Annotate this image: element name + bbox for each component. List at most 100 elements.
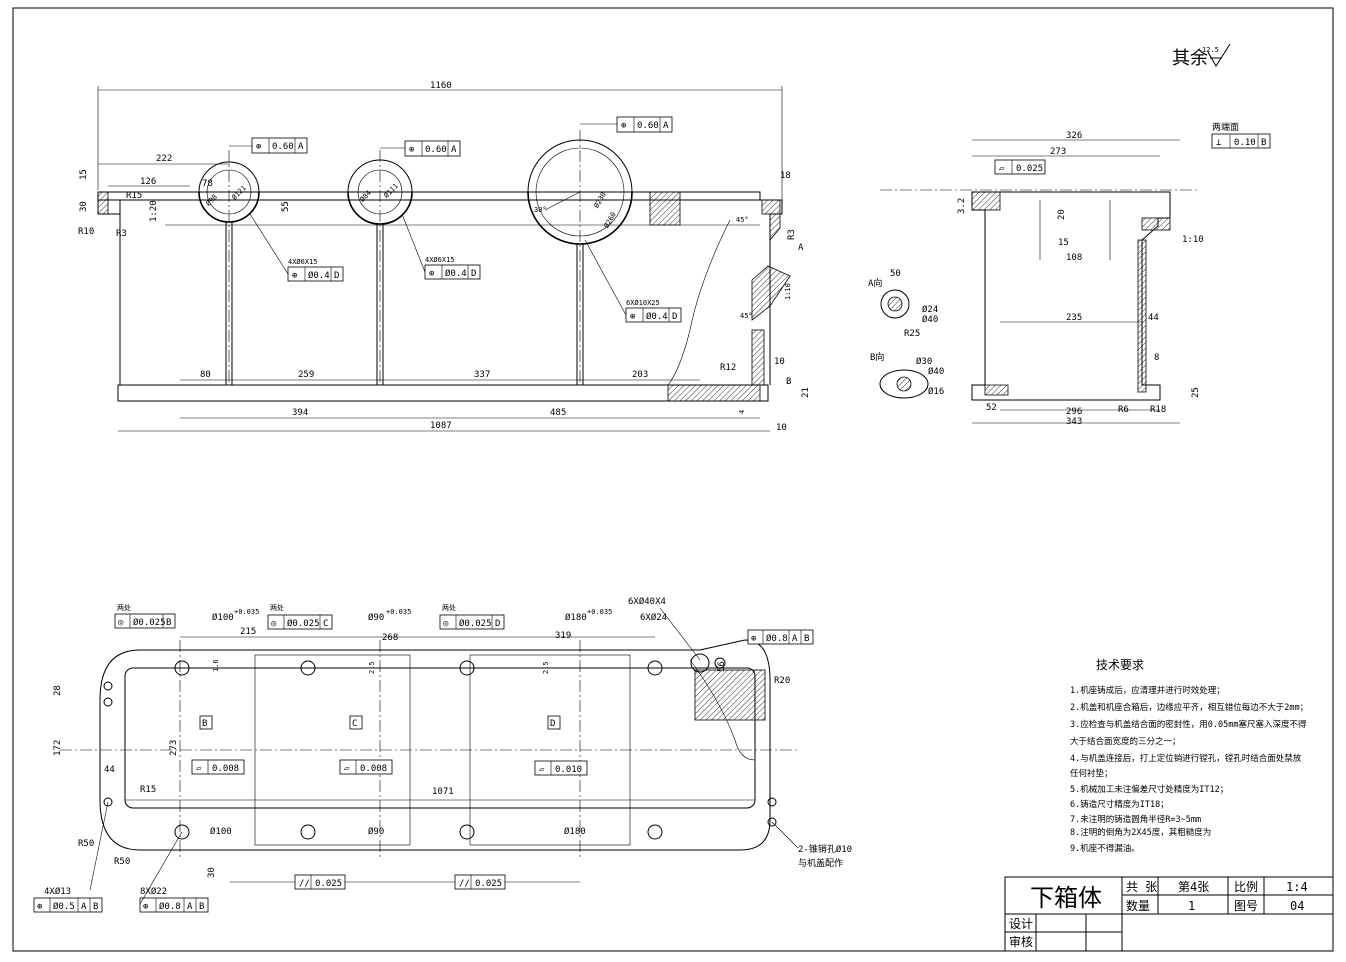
svg-text:◎: ◎ [271, 619, 277, 629]
holes-24: 6XØ24 [640, 612, 667, 623]
tol-frame-hole3: ⊕ 0.60 A [580, 116, 673, 133]
svg-text:Ø0.4: Ø0.4 [308, 270, 330, 281]
side-dim-15: 15 [1058, 238, 1069, 248]
front-view: 1160 222 126 15 30 R10 R15 R3 1:20 Ø121 … [78, 81, 811, 433]
r3-label-right: R3 [787, 229, 797, 240]
flat-frame-2: ▱0.008 [339, 759, 393, 775]
pin-note: 2-锥销孔Ø10 [798, 843, 852, 855]
bearing2-dia: Ø111 [382, 182, 400, 200]
svg-text:4XØ13: 4XØ13 [44, 886, 71, 897]
dim-1160: 1160 [430, 81, 452, 91]
svg-text:D: D [471, 269, 476, 279]
total-label: 共 张 [1126, 880, 1157, 894]
dim-78: 78 [202, 179, 213, 189]
svg-text:⊕: ⊕ [37, 902, 42, 912]
dim-10a: 10 [774, 357, 785, 367]
svg-text:两处: 两处 [270, 603, 284, 612]
side-dim-296: 296 [1066, 407, 1082, 417]
side-dim-25: 25 [1191, 387, 1201, 398]
bearing2-dia-b: Ø84 [358, 189, 373, 204]
svg-text:Ø40: Ø40 [928, 366, 944, 377]
bore3-dia-bottom: Ø180 [564, 826, 586, 837]
holes13-callout: 4XØ13 ⊕ Ø0.5 A B [33, 801, 109, 913]
bearing1-dia-b: Ø98 [204, 193, 219, 208]
sheet-border [12, 7, 1334, 952]
svg-text:8XØ22: 8XØ22 [140, 886, 167, 897]
surface-roughness-note: 其余 12.5 [1172, 43, 1231, 69]
svg-text:⊕: ⊕ [409, 145, 414, 155]
side-dim-52: 52 [986, 403, 997, 413]
side-dim-8: 8 [1154, 353, 1159, 363]
top-dim-28: 28 [53, 685, 63, 696]
datum-d: D [550, 719, 555, 729]
detail-a: A向 50 Ø24 Ø40 R25 [868, 269, 938, 339]
top-dim-1071: 1071 [432, 787, 454, 797]
svg-text:9.机座不得漏油。: 9.机座不得漏油。 [1070, 843, 1140, 854]
slope-1-20: 1:20 [149, 200, 159, 222]
pin-note-2: 与机盖配作 [798, 857, 843, 869]
top-dim-172: 172 [53, 740, 63, 756]
dim-259: 259 [298, 370, 314, 380]
flat-frame-1: ▱0.008 [191, 759, 245, 775]
svg-text:+0.035: +0.035 [587, 608, 612, 616]
dim-1087: 1087 [430, 421, 452, 431]
label-b: B [786, 377, 791, 387]
top-dim-273: 273 [169, 740, 179, 756]
holes-40x4: 6XØ40X4 [628, 596, 666, 607]
roughness-note-label: 其余 [1172, 48, 1208, 69]
dim-10b: 10 [776, 423, 787, 433]
svg-text:B: B [166, 618, 171, 628]
angle-45b: 45° [740, 312, 753, 320]
tol-frame-hole1: ⊕ 0.60 A [229, 137, 308, 154]
bore1-dia: Ø100 [212, 612, 234, 623]
svg-text:0.60: 0.60 [272, 142, 294, 152]
svg-text:◎: ◎ [443, 619, 449, 629]
slope-1-10-front: 1:10 [784, 283, 792, 300]
top-r15: R15 [140, 785, 156, 795]
svg-text:任何衬垫；: 任何衬垫； [1070, 768, 1113, 779]
conc-frame-2: 两处 ◎ Ø0.025 C [267, 603, 333, 630]
svg-text:4.与机盖连接后，打上定位销进行镗孔，镗孔时结合面处禁放: 4.与机盖连接后，打上定位销进行镗孔，镗孔时结合面处禁放 [1070, 753, 1302, 764]
angle-30: 30° [534, 206, 547, 214]
svg-text:Ø0.4: Ø0.4 [646, 311, 668, 322]
top-dim-215: 215 [240, 627, 256, 637]
svg-text:0.10: 0.10 [1234, 138, 1256, 148]
bore3-dia: Ø180 [565, 612, 587, 623]
svg-text:A: A [663, 121, 669, 131]
svg-text:⊕: ⊕ [751, 634, 756, 644]
side-roughness: 3.2 [957, 198, 967, 214]
svg-text:▱: ▱ [539, 765, 545, 775]
svg-text:A: A [187, 902, 193, 912]
top-roughness-3: 2.5 [542, 661, 550, 674]
svg-text:两处: 两处 [117, 603, 131, 612]
svg-text:B: B [93, 902, 98, 912]
svg-text:⊕: ⊕ [630, 312, 635, 322]
svg-text:A: A [81, 902, 87, 912]
qty-value: 1 [1188, 899, 1195, 913]
svg-text:Ø0.8: Ø0.8 [159, 901, 181, 912]
dim-222: 222 [156, 154, 172, 164]
flatness-frame: ▱ 0.025 [994, 159, 1046, 175]
scale-label: 比例 [1234, 880, 1258, 894]
qty-label: 数量 [1126, 898, 1150, 913]
svg-text://: // [299, 879, 310, 889]
svg-text:Ø0.025: Ø0.025 [133, 617, 166, 628]
svg-text:B: B [199, 902, 204, 912]
svg-text:Ø16: Ø16 [928, 386, 944, 397]
svg-text:▱: ▱ [344, 764, 350, 774]
svg-text:7.未注明的铸造圆角半径R=3~5mm: 7.未注明的铸造圆角半径R=3~5mm [1070, 814, 1201, 825]
dim-485: 485 [550, 408, 566, 418]
top-dim-56: 56 [717, 661, 727, 672]
top-view: 两处 ◎ Ø0.025 B 两处 ◎ Ø0.025 C 两处 ◎ Ø0.025 … [33, 596, 852, 913]
label-a: A [798, 243, 804, 253]
review-label: 审核 [1009, 934, 1033, 949]
svg-text:Ø0.025: Ø0.025 [287, 618, 320, 629]
svg-text:C: C [323, 619, 328, 629]
holes1-callout: 4XØ6X15 ⊕ Ø0.4 D [249, 213, 344, 282]
svg-text:⊕: ⊕ [256, 142, 261, 152]
top-dim-44: 44 [104, 765, 115, 775]
svg-text:4XØ6X15: 4XØ6X15 [425, 256, 455, 264]
svg-text:8.注明的倒角为2X45度，其粗糙度为: 8.注明的倒角为2X45度，其粗糙度为 [1070, 827, 1211, 838]
svg-text:A: A [298, 142, 304, 152]
svg-text:D: D [495, 619, 500, 629]
